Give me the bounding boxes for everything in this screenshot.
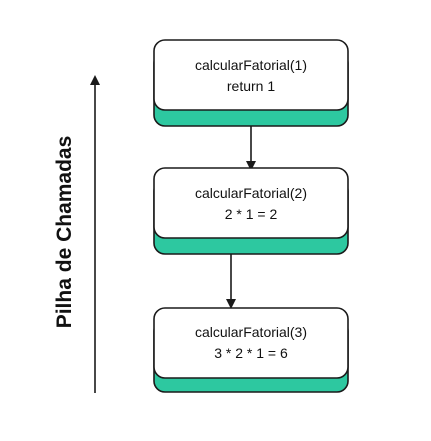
frame-call: calcularFatorial(1) <box>195 57 307 73</box>
stack-frame: calcularFatorial(3) 3 * 2 * 1 = 6 <box>153 307 349 393</box>
frame-card <box>153 167 349 239</box>
frame-result: 2 * 1 = 2 <box>225 206 278 222</box>
frame-call: calcularFatorial(3) <box>195 324 307 340</box>
stack-frame: calcularFatorial(2) 2 * 1 = 2 <box>153 167 349 255</box>
frame-call: calcularFatorial(2) <box>195 185 307 201</box>
frame-result: 3 * 2 * 1 = 6 <box>214 345 288 361</box>
stack-label: Pilha de Chamadas <box>53 136 76 329</box>
frame-result: return 1 <box>227 78 275 94</box>
frame-card <box>153 307 349 379</box>
frame-card <box>153 39 349 111</box>
stack-frame: calcularFatorial(1) return 1 <box>153 39 349 127</box>
